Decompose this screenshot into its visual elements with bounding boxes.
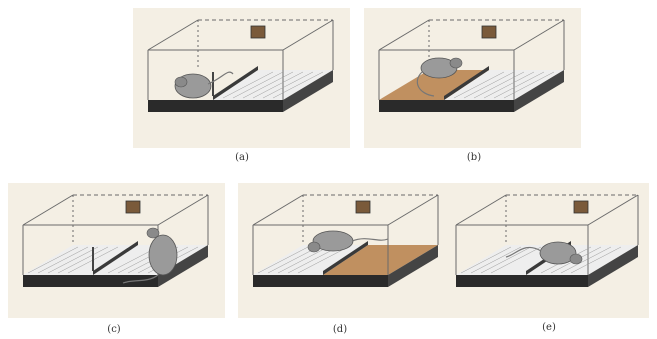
box-base — [379, 100, 514, 112]
caption-e: (e) — [529, 322, 569, 333]
panel-e — [446, 183, 649, 318]
panel-d — [238, 183, 455, 318]
shuttle-box-a — [133, 8, 350, 148]
panel-c — [8, 183, 225, 318]
shuttle-box-b — [364, 8, 581, 148]
light-source — [126, 201, 140, 213]
panel-b — [364, 8, 581, 148]
caption-c: (c) — [94, 324, 134, 335]
light-source — [251, 26, 265, 38]
shuttle-box-c — [8, 183, 225, 318]
shuttle-box-e — [446, 183, 649, 318]
caption-b: (b) — [454, 152, 494, 163]
box-base — [253, 275, 388, 287]
caption-d: (d) — [320, 324, 360, 335]
caption-a: (a) — [222, 152, 262, 163]
shuttle-box-d — [238, 183, 455, 318]
light-source — [574, 201, 588, 213]
box-base — [456, 275, 588, 287]
box-base — [148, 100, 283, 112]
panel-a — [133, 8, 350, 148]
light-source — [356, 201, 370, 213]
light-source — [482, 26, 496, 38]
